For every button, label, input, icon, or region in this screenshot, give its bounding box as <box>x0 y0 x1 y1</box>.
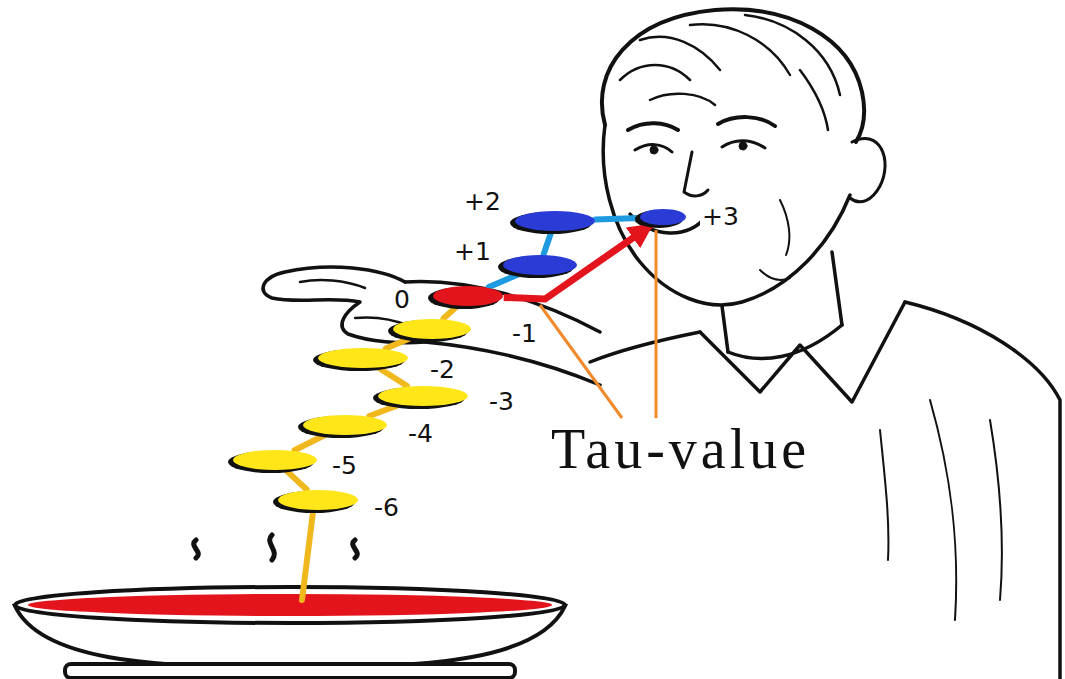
boy-figure <box>263 9 1060 679</box>
spoon-path <box>379 368 407 385</box>
position-number: -1 <box>510 320 539 347</box>
shirt-left <box>590 332 700 362</box>
collar <box>700 302 905 402</box>
spoon-position: -6 <box>277 489 359 511</box>
spoon-bowl <box>640 209 686 225</box>
spoon-path <box>295 435 326 450</box>
spoon-path-from-bowl <box>302 512 313 600</box>
spoon-shape <box>639 208 687 226</box>
spoon-bowl <box>303 415 387 435</box>
spoon-position: -1 <box>392 318 472 340</box>
hair <box>602 9 864 142</box>
spoon-path <box>489 274 519 287</box>
spoon-position: -5 <box>232 449 318 471</box>
position-number: +1 <box>452 238 493 265</box>
eye-right <box>739 142 747 150</box>
spoon-shape <box>432 285 504 307</box>
spoon-bowl <box>378 386 468 406</box>
leader-line <box>540 305 622 418</box>
spoon-bowl <box>433 286 503 306</box>
soup-bowl <box>15 512 565 678</box>
spoon-bowl <box>393 319 471 339</box>
position-number: +2 <box>462 188 503 215</box>
position-number: 0 <box>392 286 412 313</box>
face-outline <box>603 125 850 305</box>
spoon-shape <box>392 318 472 340</box>
hair-strands <box>620 15 840 130</box>
spoon-position: +1 <box>502 254 578 276</box>
nose <box>684 152 708 196</box>
spoon-position: 0 <box>432 285 504 307</box>
spoon-path <box>504 225 652 299</box>
position-number: -4 <box>406 420 435 447</box>
spoon-position: -4 <box>302 414 388 436</box>
spoon-position: -3 <box>377 385 469 407</box>
spoon-shape <box>514 210 596 232</box>
spoon-shape <box>377 385 469 407</box>
steam <box>194 535 358 560</box>
spoon-shape <box>302 414 388 436</box>
spoon-path <box>544 232 552 254</box>
spoon-path <box>596 218 640 220</box>
spoon-position: +2 <box>514 210 596 232</box>
spoon-shape <box>232 449 318 471</box>
cheek-lines <box>760 200 790 280</box>
spoon-shape <box>277 489 359 511</box>
spoon-bowl <box>278 490 358 510</box>
eyebrows <box>628 117 775 130</box>
spoon-bowl <box>318 348 408 368</box>
position-number: -3 <box>487 388 516 415</box>
spoon-path <box>286 471 306 490</box>
position-number: -5 <box>330 452 359 479</box>
spoon-bowl <box>503 255 577 275</box>
spoon-bowl <box>233 450 317 470</box>
position-number: +3 <box>700 203 741 230</box>
bowl-base <box>65 664 515 678</box>
spoon-position: -2 <box>317 347 409 369</box>
spoon-bowl <box>515 211 595 231</box>
tau-value-label: Tau-value <box>548 420 813 479</box>
bowl-rim <box>15 587 565 623</box>
position-number: -6 <box>372 494 401 521</box>
eye-left <box>650 146 658 154</box>
ear <box>850 139 885 202</box>
spoon-position: +3 <box>639 208 687 226</box>
spoon-shape <box>317 347 409 369</box>
shirt-shoulder <box>905 302 1060 679</box>
leader-line <box>655 230 658 418</box>
position-number: -2 <box>428 356 457 383</box>
spoon-shape <box>502 254 578 276</box>
shirt-folds <box>880 400 1002 620</box>
soup <box>28 594 552 616</box>
